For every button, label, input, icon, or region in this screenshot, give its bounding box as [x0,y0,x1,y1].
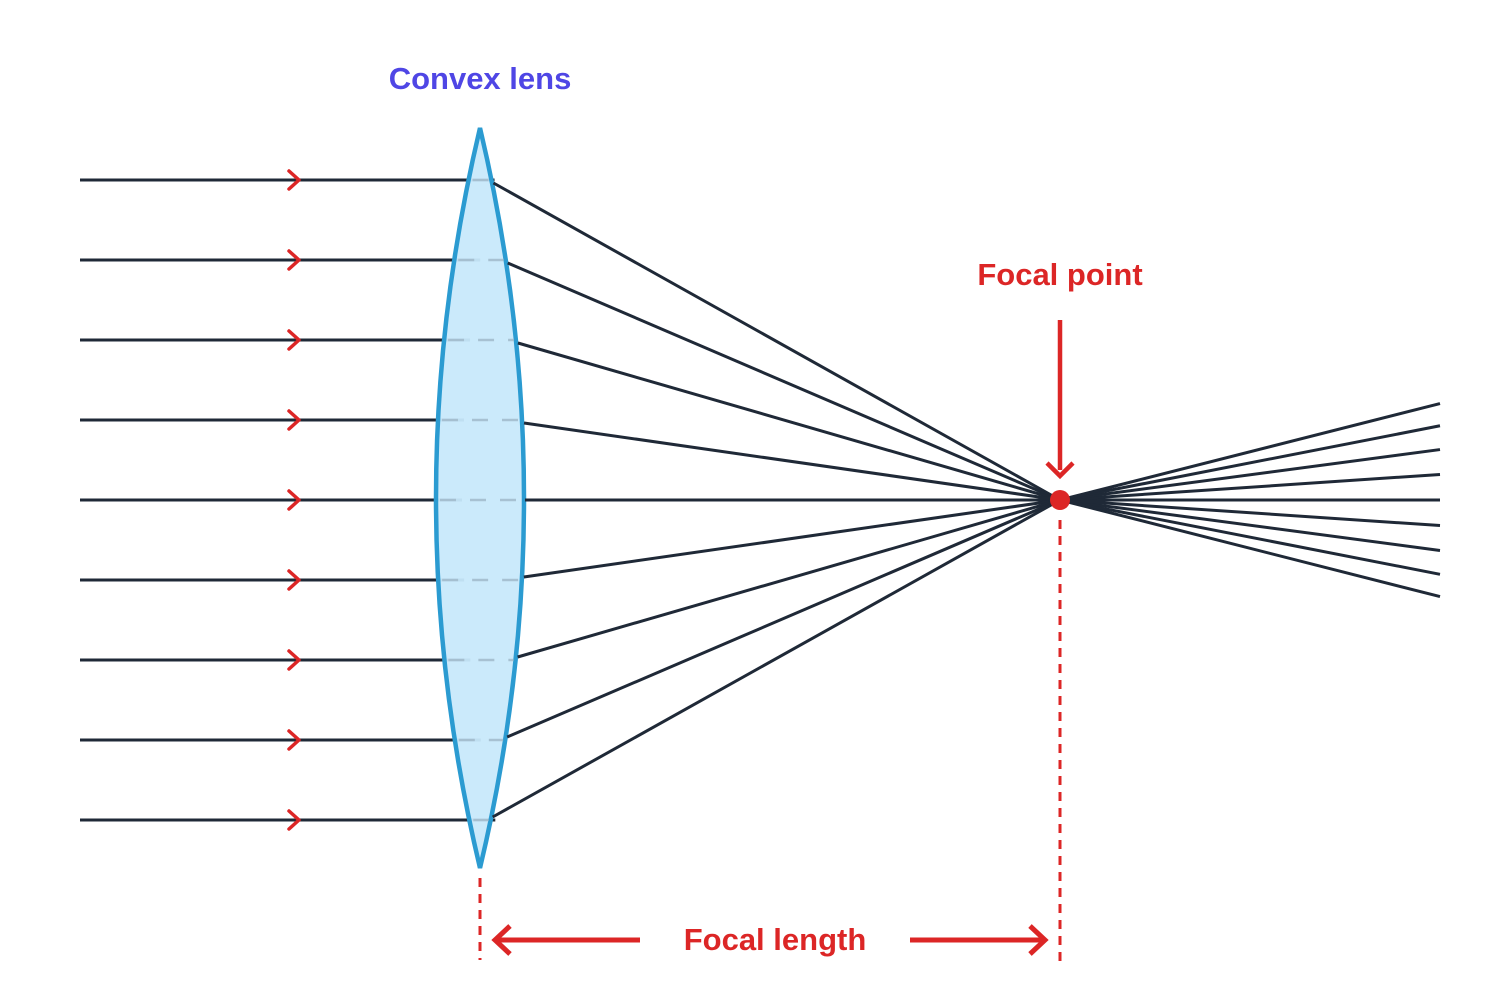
emerging-ray [1059,448,1441,502]
emerging-ray [1059,498,1441,528]
emerging-ray [1059,498,1441,576]
refracted-ray [517,341,1061,502]
emerging-ray [1059,472,1441,502]
refracted-ray [506,498,1061,739]
refracted-ray [523,421,1061,502]
emerging-ray [1059,402,1441,502]
focal-point-label: Focal point [977,257,1142,292]
inside-lens-dashes [440,178,522,822]
chevron-right-icon [287,649,301,671]
focal-point-dot [1050,490,1070,510]
refracted-ray [492,181,1061,502]
emerging-ray [1059,498,1441,599]
chevron-right-icon [287,729,301,751]
chevron-right-icon [287,809,301,831]
chevron-right-icon [287,169,301,191]
convex-lens [433,127,527,869]
chevron-right-icon [287,489,301,511]
down-arrow-icon [1045,461,1075,480]
focal-length-label: Focal length [684,922,867,957]
chevron-right-icon [287,329,301,351]
emerging-rays [1059,402,1441,599]
lens-label: Convex lens [389,61,572,96]
right-arrowhead-icon [1028,924,1049,956]
refracted-rays [491,181,1061,819]
refracted-ray [507,261,1061,502]
chevron-right-icon [287,249,301,271]
direction-arrows [287,169,301,831]
refracted-ray [517,498,1061,659]
left-arrowhead-icon [491,924,512,956]
incident-rays [80,178,496,822]
refracted-ray [523,498,1061,579]
chevron-right-icon [287,409,301,431]
refracted-ray [491,498,1061,819]
chevron-right-icon [287,569,301,591]
lens-shape [433,127,527,869]
emerging-ray [1059,424,1441,502]
emerging-ray [1059,498,1441,552]
